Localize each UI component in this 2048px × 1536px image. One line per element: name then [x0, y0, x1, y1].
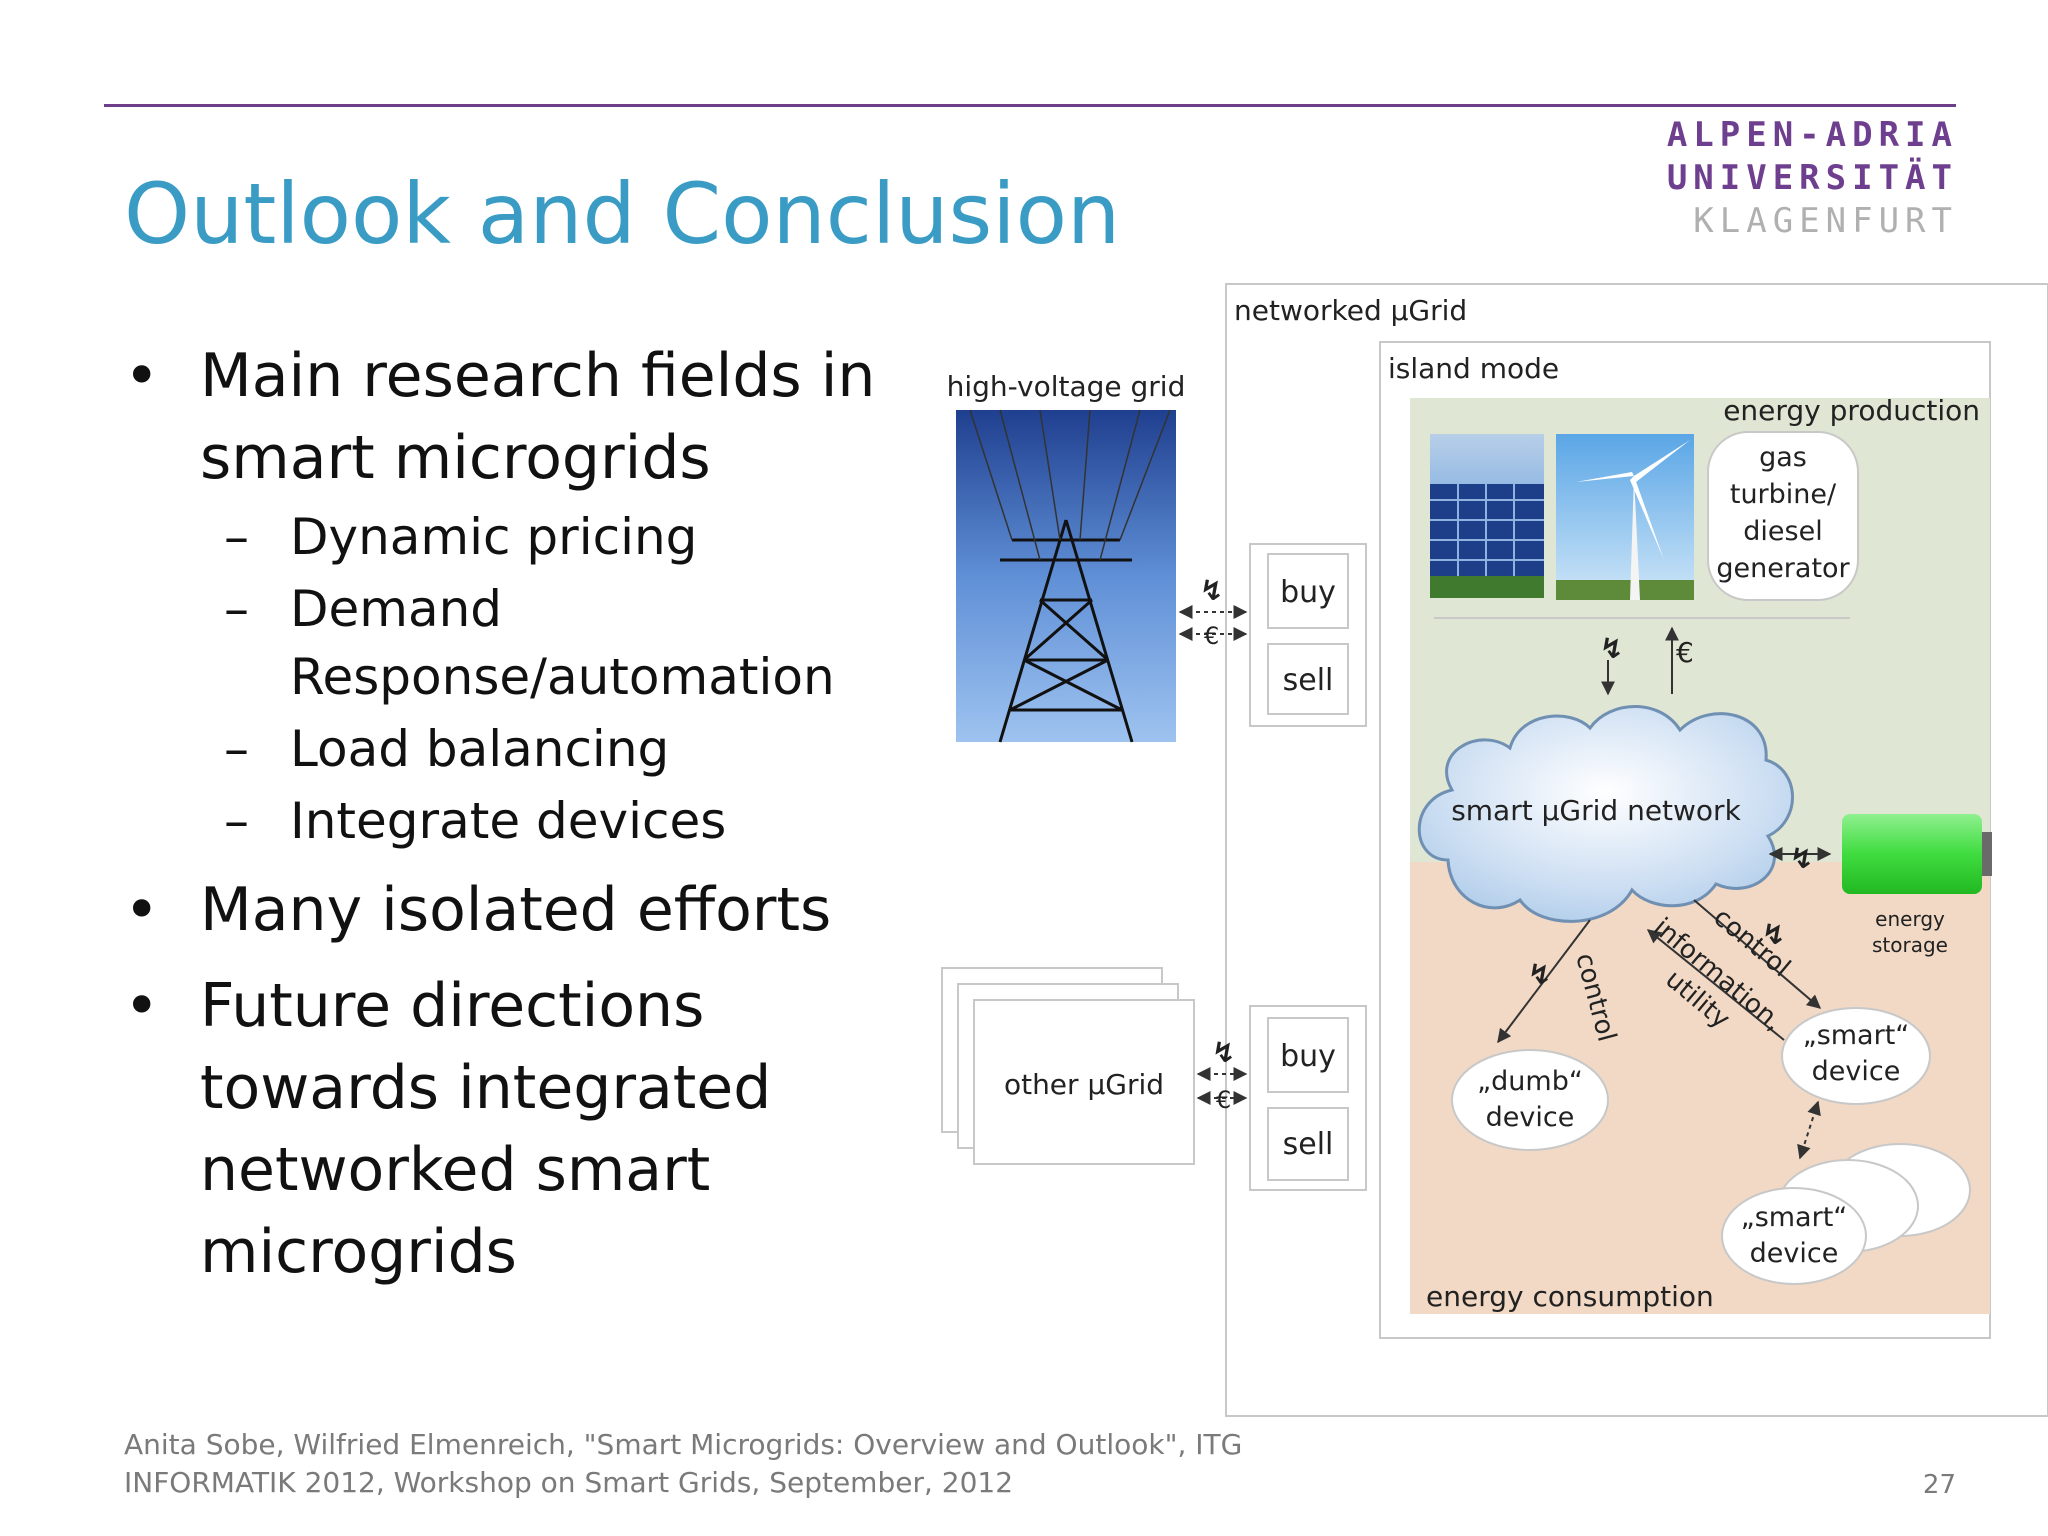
logo-line-2: UNIVERSITÄT — [1666, 158, 1958, 198]
generator-line: generator — [1716, 553, 1850, 584]
other-grid-label: other µGrid — [1004, 1068, 1164, 1101]
solar-panel-icon — [1430, 434, 1544, 598]
sub-bullet-text: Dynamic pricing — [290, 508, 698, 566]
sub-bullet-text: Integrate devices — [290, 792, 727, 850]
smart-device-line: „smart“ — [1803, 1020, 1910, 1051]
power-tower-icon — [956, 409, 1176, 743]
information-arrow — [1646, 929, 1785, 1041]
energy-consumption-label: energy consumption — [1426, 1280, 1714, 1313]
buy-box — [1267, 1017, 1349, 1093]
dumb-device-arrow — [1497, 919, 1591, 1044]
sell-box — [1267, 643, 1349, 715]
page-title: Outlook and Conclusion — [124, 165, 1121, 263]
sub-bullet-text: Demand Response/automation — [290, 580, 835, 706]
cloud-icon — [1417, 705, 1794, 923]
bullet-dot-icon: • — [124, 875, 160, 945]
lightning-icon: ↯ — [1790, 842, 1813, 875]
sell-label: sell — [1283, 663, 1334, 698]
buy-box — [1267, 553, 1349, 629]
dumb-device-line: device — [1486, 1102, 1575, 1133]
euro-label: € — [1204, 622, 1219, 650]
network-label: smart µGrid network — [1451, 794, 1741, 827]
energy-production-label: energy production — [1723, 394, 1980, 427]
battery-icon — [1842, 814, 1992, 894]
sub-bullet-item: –Dynamic pricing — [124, 503, 944, 571]
wind-turbine-icon — [1556, 434, 1694, 600]
lightning-icon: ↯ — [1528, 958, 1551, 991]
bullet-text: Future directions towards integrated net… — [200, 971, 772, 1287]
lightning-icon: ↯ — [1600, 632, 1623, 665]
logo-line-1: ALPEN-ADRIA — [1666, 115, 1958, 155]
device-link-arrow — [1797, 1100, 1821, 1160]
generator-line: gas — [1759, 442, 1807, 473]
bullet-item: • Future directions towards integrated n… — [124, 965, 944, 1293]
networked-grid-label: networked µGrid — [1234, 294, 1467, 327]
lightning-icon: ↯ — [1762, 918, 1785, 951]
smart-device-line: device — [1812, 1056, 1901, 1087]
generator-bubble — [1707, 431, 1859, 601]
bullet-dot-icon: • — [124, 971, 160, 1041]
control-arrow — [1693, 899, 1822, 1009]
sell-box — [1267, 1107, 1349, 1181]
euro-label: € — [1216, 1086, 1231, 1114]
bullet-text: Many isolated efforts — [200, 875, 832, 945]
dash-icon: – — [224, 720, 249, 778]
smart-device-bubble — [1781, 1007, 1931, 1105]
dumb-device-bubble — [1451, 1049, 1609, 1151]
dash-icon: – — [224, 580, 249, 638]
bullet-dot-icon: • — [124, 341, 160, 411]
euro-label: € — [1676, 636, 1694, 669]
dash-icon: – — [224, 792, 249, 850]
header-divider — [104, 104, 1956, 107]
bullet-item: • Many isolated efforts — [124, 869, 944, 951]
storage-label: storage — [1872, 933, 1948, 957]
smart-device-line: „smart“ — [1741, 1202, 1848, 1233]
buy-label: buy — [1280, 1039, 1336, 1074]
sub-bullet-text: Load balancing — [290, 720, 670, 778]
lightning-icon: ↯ — [1212, 1036, 1235, 1069]
generator-line: diesel — [1743, 516, 1822, 547]
sub-bullet-item: –Load balancing — [124, 715, 944, 783]
island-mode-label: island mode — [1388, 352, 1559, 385]
university-logo: ALPEN-ADRIA UNIVERSITÄT KLAGENFURT — [1667, 114, 1958, 243]
high-voltage-label: high-voltage grid — [947, 370, 1186, 403]
generator-line: turbine/ — [1730, 479, 1837, 510]
page-number: 27 — [1922, 1470, 1956, 1500]
citation-line-2: INFORMATIK 2012, Workshop on Smart Grids… — [124, 1466, 1014, 1499]
logo-line-3: KLAGENFURT — [1693, 201, 1958, 241]
buy-label: buy — [1280, 575, 1336, 610]
lightning-icon: ↯ — [1200, 574, 1223, 607]
storage-label: energy — [1875, 907, 1945, 931]
dumb-device-line: „dumb“ — [1477, 1066, 1583, 1097]
sub-bullet-item: –Demand Response/automation — [124, 575, 944, 711]
other-grid-card — [973, 999, 1195, 1165]
sub-bullet-item: –Integrate devices — [124, 787, 944, 855]
smart-device-bubble — [1721, 1187, 1867, 1285]
dash-icon: – — [224, 508, 249, 566]
citation-line-1: Anita Sobe, Wilfried Elmenreich, "Smart … — [124, 1428, 1243, 1461]
smart-device-line: device — [1750, 1238, 1839, 1269]
sell-label: sell — [1283, 1127, 1334, 1162]
citation-footer: Anita Sobe, Wilfried Elmenreich, "Smart … — [124, 1426, 1242, 1502]
